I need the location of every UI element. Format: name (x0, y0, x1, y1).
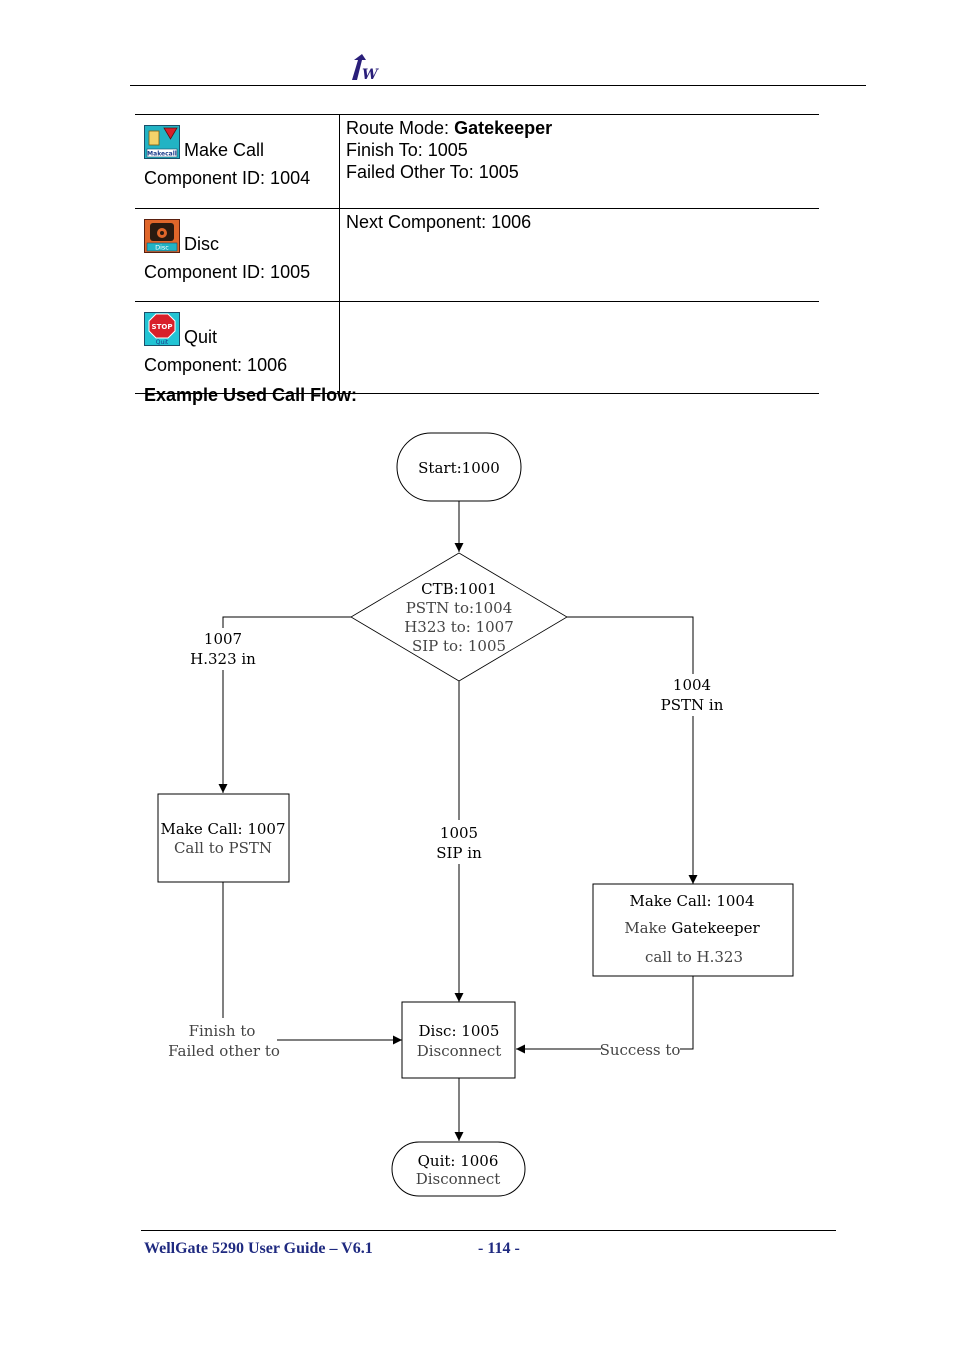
finish-label: Finish to (189, 1022, 256, 1040)
component-cell: Makecall Make Call Component ID: 1004 (135, 114, 340, 209)
icon-caption: Quit (156, 339, 169, 346)
failed-other-to-line: Failed Other To: 1005 (346, 162, 519, 182)
table-row: STOP Quit Quit Component: 1006 (135, 301, 819, 394)
quit-node (391, 1141, 526, 1197)
component-cell: Disc Disc Component ID: 1005 (135, 208, 340, 302)
footer-guide-title: WellGate 5290 User Guide – V6.1 (144, 1240, 373, 1257)
finish-to-line: Finish To: 1005 (346, 140, 468, 160)
table-row: Disc Disc Component ID: 1005 Next Compon… (135, 208, 819, 302)
make-call-1007-title: Make Call: 1007 (160, 820, 285, 838)
finish-label: Failed other to (168, 1042, 280, 1060)
ctb-title: CTB:1001 (421, 580, 497, 598)
component-id: Component: 1006 (144, 355, 288, 375)
right-branch-label: 1004 (673, 676, 711, 694)
component-id: Component ID: 1005 (144, 262, 311, 282)
make-call-1007-sub: Call to PSTN (174, 839, 272, 857)
quit-stop-icon: STOP Quit (144, 312, 180, 346)
disc-node (401, 1001, 516, 1079)
ctb-decision-node (350, 552, 568, 682)
make-call-1004-sub1: Make Gatekeeper (624, 919, 760, 937)
make-call-1004-node (592, 883, 794, 977)
right-branch-label: PSTN in (661, 696, 724, 714)
footer-page-number: - 114 - (478, 1240, 520, 1257)
make-call-1004-sub2: call to H.323 (645, 948, 743, 966)
ctb-line: H323 to: 1007 (404, 618, 514, 636)
component-details (339, 301, 819, 394)
disc-sub: Disconnect (417, 1042, 502, 1060)
table-row: Makecall Make Call Component ID: 1004 Ro… (135, 114, 819, 209)
route-mode-value: Gatekeeper (454, 118, 553, 138)
ctb-line: SIP to: 1005 (412, 637, 506, 655)
svg-text:W: W (362, 67, 379, 82)
header-rule (130, 85, 866, 86)
center-branch-label: 1005 (440, 824, 478, 842)
icon-caption: Makecall (147, 151, 177, 158)
make-call-1007-node (157, 793, 290, 883)
component-name: Make Call (184, 140, 265, 160)
stop-sign-text: STOP (152, 323, 173, 331)
success-label: Success to (600, 1041, 681, 1059)
component-cell: STOP Quit Quit Component: 1006 (135, 301, 340, 394)
company-logo: W (352, 54, 379, 82)
component-table: Makecall Make Call Component ID: 1004 Ro… (135, 114, 819, 394)
disc-title: Disc: 1005 (419, 1022, 500, 1040)
next-component-line: Next Component: 1006 (346, 212, 532, 232)
make-call-icon: Makecall (144, 125, 180, 159)
center-branch-label: SIP in (436, 844, 482, 862)
make-call-1004-title: Make Call: 1004 (629, 892, 754, 910)
left-branch-line (222, 616, 351, 628)
component-name: Quit (184, 327, 218, 347)
example-heading: Example Used Call Flow: (144, 385, 358, 405)
ctb-line: PSTN to:1004 (406, 599, 513, 617)
left-branch-label: H.323 in (190, 650, 256, 668)
component-details: Route Mode: Gatekeeper Finish To: 1005 F… (339, 114, 819, 209)
success-line (680, 976, 694, 1050)
icon-caption: Disc (155, 244, 169, 252)
component-name: Disc (184, 234, 219, 254)
start-label: Start:1000 (418, 459, 500, 477)
quit-title: Quit: 1006 (418, 1152, 499, 1170)
component-id: Component ID: 1004 (144, 168, 311, 188)
footer-rule (141, 1230, 836, 1231)
left-branch-label: 1007 (204, 630, 242, 648)
right-branch-line (567, 616, 694, 674)
route-mode-line: Route Mode: Gatekeeper (346, 118, 553, 138)
disc-icon: Disc (144, 219, 180, 253)
quit-sub: Disconnect (416, 1170, 501, 1188)
